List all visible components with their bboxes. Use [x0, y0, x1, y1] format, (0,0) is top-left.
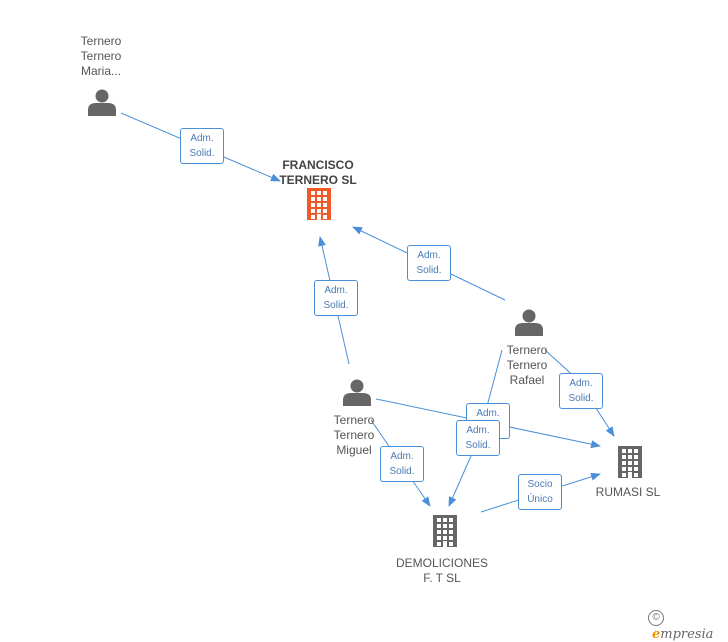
edge-label[interactable]: Adm. Solid. — [314, 280, 358, 316]
edge-label[interactable]: Adm. Solid. — [407, 245, 451, 281]
edge-label-line: Adm. — [390, 451, 414, 462]
edge-label-line: Adm. — [466, 425, 490, 436]
node-label-line: Ternero — [506, 358, 548, 372]
edge-label-line: Socio — [527, 479, 553, 490]
building-icon-francisco-ternero-sl[interactable] — [307, 188, 331, 220]
edge-label[interactable]: Adm. Solid. — [380, 446, 424, 482]
node-label-line: FRANCISCO — [282, 158, 354, 172]
node-label-line: Rafael — [509, 373, 545, 387]
node-label-line: Ternero — [333, 428, 375, 442]
edge-label-line: Adm. — [417, 250, 441, 261]
edge-label-line: Solid. — [389, 466, 415, 477]
edge-label-line: Único — [527, 494, 553, 505]
edge-label-line: Adm. — [324, 285, 348, 296]
node-label-line: DEMOLICIONES — [395, 556, 488, 570]
brand-name: empresia — [652, 626, 714, 642]
node-label-line: Ternero — [333, 413, 375, 427]
node-label-line: Miguel — [336, 443, 372, 457]
edge-label-line: Solid. — [465, 440, 491, 451]
edge-label[interactable]: Adm. Solid. — [456, 420, 500, 456]
edge-label-line: Solid. — [416, 265, 442, 276]
node-label-line: Ternero — [80, 34, 122, 48]
edge-label-line: Adm. — [569, 378, 593, 389]
node-label-line: TERNERO SL — [279, 173, 357, 187]
node-label-line: RUMASI SL — [595, 485, 661, 499]
edge-label[interactable]: Adm. Solid. — [180, 128, 224, 164]
node-label-line: Maria... — [80, 64, 121, 78]
node-label-line: Ternero — [80, 49, 122, 63]
edge-label-line: Solid. — [568, 393, 594, 404]
copyright-icon: © — [648, 609, 664, 626]
empresia-logo[interactable]: ©empresia — [648, 609, 728, 642]
node-label-rumasi-sl[interactable]: RUMASI SL — [573, 485, 683, 500]
edge-label[interactable]: Adm. Solid. — [559, 373, 603, 409]
node-label-line: F. T SL — [423, 571, 461, 585]
node-label-line: Ternero — [506, 343, 548, 357]
edge-label-line: Adm. — [190, 133, 214, 144]
edge-label-line: Adm. — [476, 408, 500, 419]
building-icon-rumasi-sl[interactable] — [618, 446, 642, 478]
person-icon-ternero-miguel[interactable] — [343, 379, 371, 407]
edge-label-line: Solid. — [189, 148, 215, 159]
person-icon-ternero-rafael[interactable] — [515, 309, 543, 337]
building-icon-demoliciones[interactable] — [433, 515, 457, 547]
edge-label-line: Solid. — [323, 300, 349, 311]
person-icon-ternero-maria[interactable] — [88, 89, 116, 117]
